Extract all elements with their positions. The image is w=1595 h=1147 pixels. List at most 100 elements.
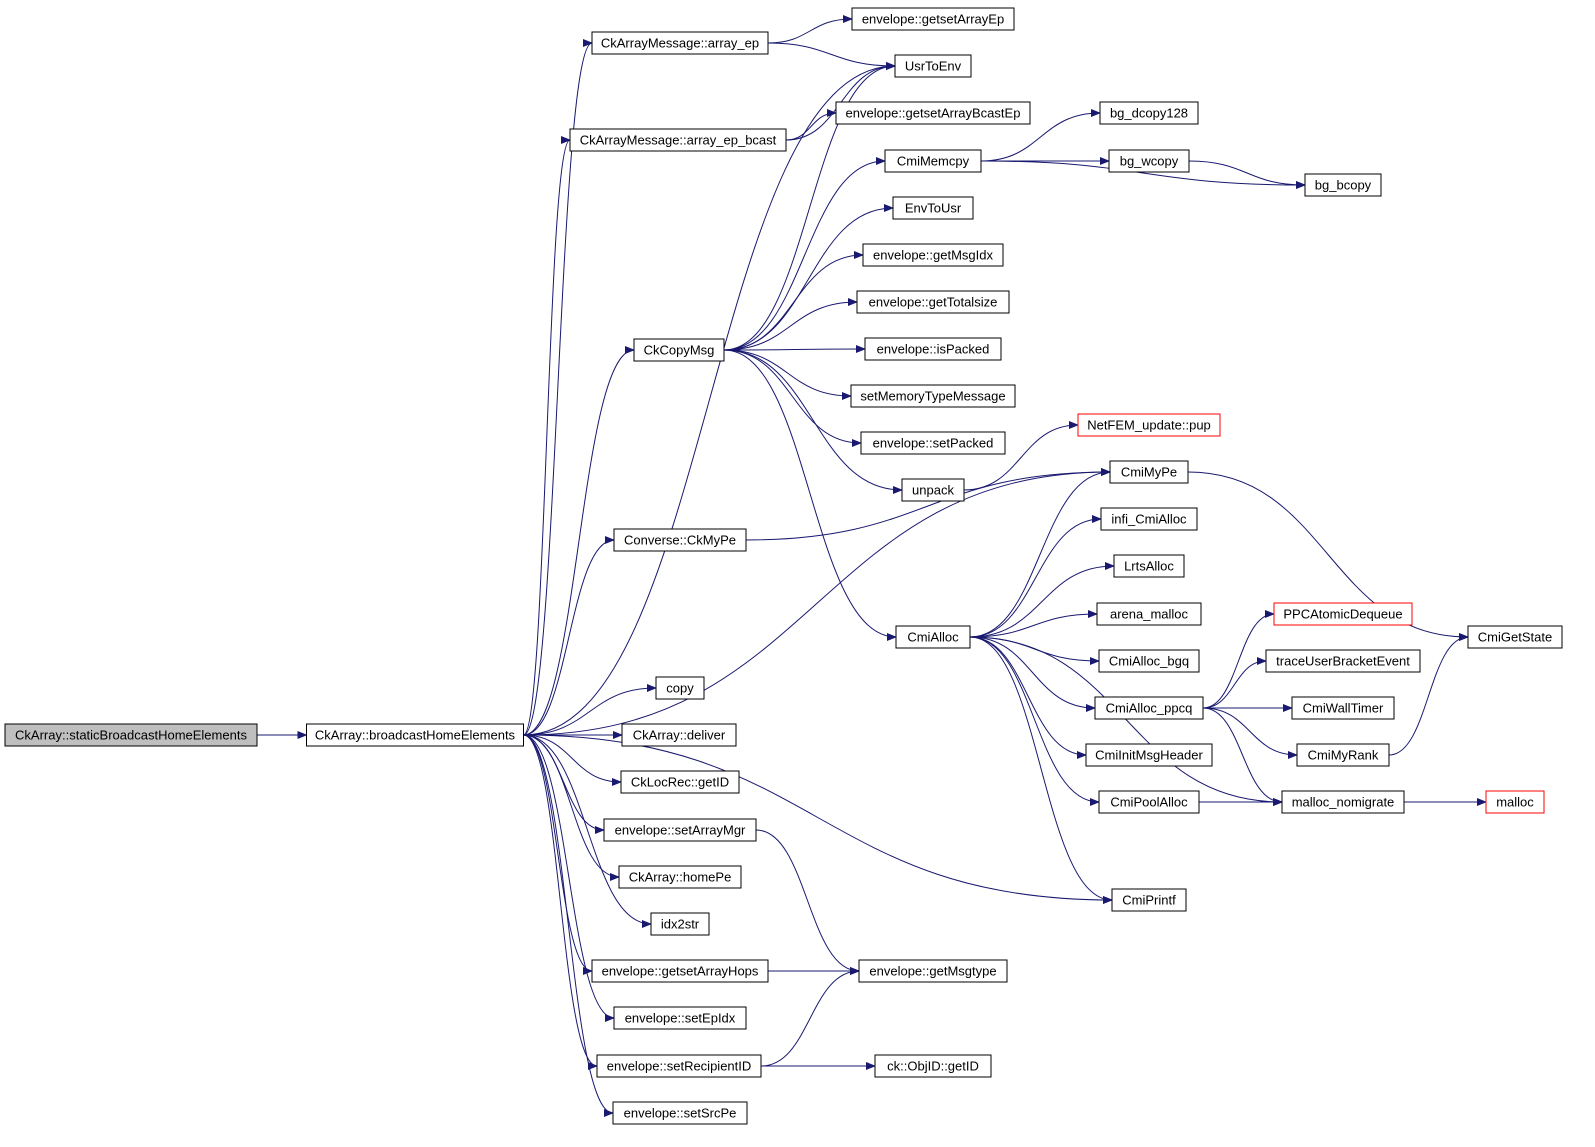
node-trace-label: traceUserBracketEvent (1276, 654, 1410, 669)
node-lrts[interactable]: LrtsAlloc (1113, 554, 1185, 578)
node-setsrcpe-label: envelope::setSrcPe (624, 1106, 737, 1121)
node-homepe-box (618, 865, 742, 889)
node-arena-label: arena_malloc (1110, 607, 1189, 622)
node-idx2str[interactable]: idx2str (650, 912, 710, 936)
node-copy[interactable]: copy (655, 676, 705, 700)
node-dcopy-label: bg_dcopy128 (1110, 106, 1188, 121)
node-deliver[interactable]: CkArray::deliver (621, 723, 737, 747)
node-initmsg-box (1085, 743, 1213, 767)
node-myrank[interactable]: CmiMyRank (1296, 743, 1390, 767)
node-initmsg[interactable]: CmiInitMsgHeader (1085, 743, 1213, 767)
node-trace[interactable]: traceUserBracketEvent (1265, 649, 1421, 673)
node-deliver-box (621, 723, 737, 747)
node-bgq-label: CmiAlloc_bgq (1109, 654, 1189, 669)
edge-ckcopy-to-cmimemcpy (723, 157, 886, 351)
edge-cmialloc-to-pool (969, 636, 1100, 806)
node-initmsg-label: CmiInitMsgHeader (1095, 748, 1203, 763)
node-unpack[interactable]: unpack (901, 478, 965, 502)
node-setmem-box (850, 384, 1016, 408)
node-cmimype-box (1109, 460, 1189, 484)
node-cmimemcpy-label: CmiMemcpy (897, 154, 970, 169)
node-hops[interactable]: envelope::getsetArrayHops (591, 959, 769, 983)
node-printf[interactable]: CmiPrintf (1111, 888, 1187, 912)
node-msgtype-label: envelope::getMsgtype (869, 964, 996, 979)
node-objid-label: ck::ObjID::getID (887, 1059, 979, 1074)
node-cmimype[interactable]: CmiMyPe (1109, 460, 1189, 484)
node-setepidx-label: envelope::setEpIdx (625, 1011, 736, 1026)
node-ppcatomic[interactable]: PPCAtomicDequeue (1273, 602, 1413, 626)
edge-ckcopy-to-envtousr (723, 204, 894, 351)
node-arrayep-label: CkArrayMessage::array_ep (601, 36, 759, 51)
node-arena[interactable]: arena_malloc (1096, 602, 1202, 626)
edge-ckcopy-to-setmem (723, 349, 852, 400)
node-objid[interactable]: ck::ObjID::getID (874, 1054, 992, 1078)
node-malloc-box (1485, 790, 1545, 814)
node-ppcq-box (1094, 696, 1204, 720)
edge-ckcopy-to-cmialloc (723, 349, 897, 641)
node-setpacked[interactable]: envelope::setPacked (860, 431, 1006, 455)
node-totalsize[interactable]: envelope::getTotalsize (856, 290, 1010, 314)
node-ispacked[interactable]: envelope::isPacked (864, 337, 1002, 361)
node-setepidx-box (613, 1006, 747, 1030)
node-infi[interactable]: infi_CmiAlloc (1100, 507, 1198, 531)
node-arrayepb-box (569, 128, 787, 152)
node-cmimype-label: CmiMyPe (1121, 465, 1177, 480)
node-bcastep[interactable]: envelope::getsetArrayBcastEp (835, 101, 1031, 125)
node-ppcq[interactable]: CmiAlloc_ppcq (1094, 696, 1204, 720)
node-bhe[interactable]: CkArray::broadcastHomeElements (306, 723, 524, 747)
node-homepe[interactable]: CkArray::homePe (618, 865, 742, 889)
node-setsrcpe[interactable]: envelope::setSrcPe (612, 1101, 748, 1125)
node-getstate[interactable]: CmiGetState (1467, 625, 1563, 649)
node-dcopy[interactable]: bg_dcopy128 (1099, 101, 1199, 125)
node-cmialloc[interactable]: CmiAlloc (895, 625, 971, 649)
edge-ckcopy-to-usrtoenv (723, 62, 896, 351)
node-printf-label: CmiPrintf (1122, 893, 1176, 908)
node-pool[interactable]: CmiPoolAlloc (1098, 790, 1200, 814)
node-hops-label: envelope::getsetArrayHops (602, 964, 759, 979)
node-envtousr[interactable]: EnvToUsr (892, 196, 974, 220)
node-setmem[interactable]: setMemoryTypeMessage (850, 384, 1016, 408)
node-walltimer-label: CmiWallTimer (1303, 701, 1384, 716)
node-malloc[interactable]: malloc (1485, 790, 1545, 814)
edge-bhe-to-homepe (523, 734, 620, 881)
node-setepidx[interactable]: envelope::setEpIdx (613, 1006, 747, 1030)
node-nomigrate[interactable]: malloc_nomigrate (1281, 790, 1405, 814)
node-arrayepb[interactable]: CkArrayMessage::array_ep_bcast (569, 128, 787, 152)
node-bgq[interactable]: CmiAlloc_bgq (1098, 649, 1200, 673)
node-setmgr[interactable]: envelope::setArrayMgr (603, 818, 757, 842)
node-netfem[interactable]: NetFEM_update::pup (1077, 413, 1221, 437)
edge-ppcq-to-myrank (1202, 707, 1298, 759)
node-msgidx[interactable]: envelope::getMsgIdx (862, 243, 1004, 267)
node-bcopy-label: bg_bcopy (1315, 178, 1372, 193)
node-homepe-label: CkArray::homePe (629, 870, 732, 885)
edge-cmimemcpy-to-bcopy (980, 160, 1306, 189)
node-usrtoenv-label: UsrToEnv (905, 59, 962, 74)
node-ispacked-box (864, 337, 1002, 361)
node-walltimer[interactable]: CmiWallTimer (1291, 696, 1395, 720)
node-arrayep[interactable]: CkArrayMessage::array_ep (591, 31, 769, 55)
edge-arrayepb-to-bcastep (785, 109, 837, 141)
node-netfem-box (1077, 413, 1221, 437)
node-usrtoenv[interactable]: UsrToEnv (894, 54, 972, 78)
node-envtousr-label: EnvToUsr (905, 201, 962, 216)
node-setrecip-box (596, 1054, 762, 1078)
node-getsetep[interactable]: envelope::getsetArrayEp (851, 7, 1015, 31)
node-setmgr-label: envelope::setArrayMgr (615, 823, 746, 838)
node-locgetid[interactable]: CkLocRec::getID (620, 770, 740, 794)
node-usrtoenv-box (894, 54, 972, 78)
node-msgidx-label: envelope::getMsgIdx (873, 248, 993, 263)
node-ckcopy[interactable]: CkCopyMsg (633, 338, 725, 362)
node-locgetid-box (620, 770, 740, 794)
node-setrecip[interactable]: envelope::setRecipientID (596, 1054, 762, 1078)
node-netfem-label: NetFEM_update::pup (1087, 418, 1211, 433)
node-root-label: CkArray::staticBroadcastHomeElements (15, 728, 247, 743)
node-msgtype[interactable]: envelope::getMsgtype (858, 959, 1008, 983)
node-cvmype[interactable]: Converse::CkMyPe (613, 528, 747, 552)
node-bcopy[interactable]: bg_bcopy (1304, 173, 1382, 197)
node-wcopy[interactable]: bg_wcopy (1108, 149, 1190, 173)
node-unpack-box (901, 478, 965, 502)
node-cmimemcpy[interactable]: CmiMemcpy (884, 149, 982, 173)
edge-bhe-to-arrayep (523, 39, 593, 736)
node-root[interactable]: CkArray::staticBroadcastHomeElements (4, 723, 258, 747)
